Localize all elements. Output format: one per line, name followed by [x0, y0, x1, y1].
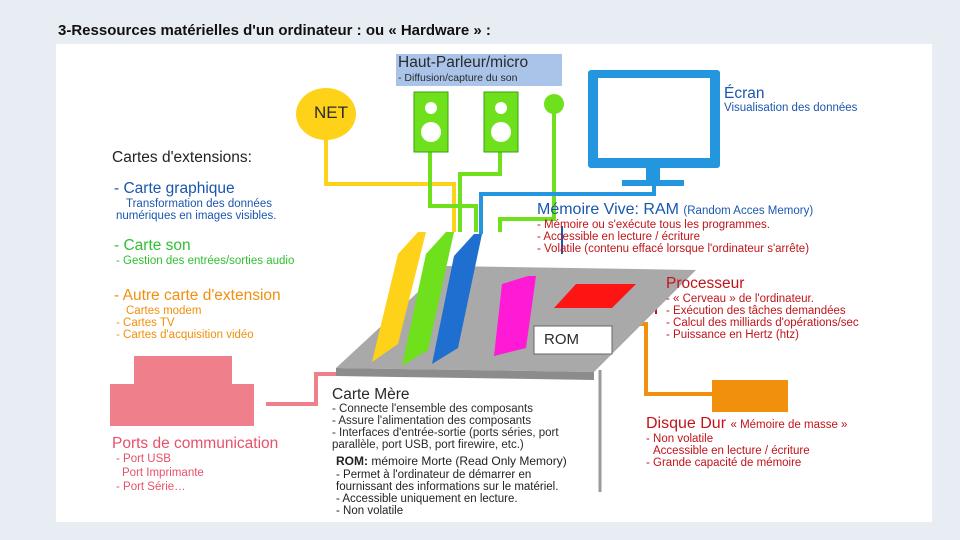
motherboard-line-4: parallèle, port USB, port firewire, etc.… [332, 439, 524, 451]
screen-line-1: Visualisation des données [724, 102, 858, 114]
hard-disk-subtitle: « Mémoire de masse » [730, 419, 848, 431]
ram-title-text: Mémoire Vive: RAM [537, 201, 679, 218]
graphics-card-title: - Carte graphique [114, 180, 235, 197]
monitor-neck [646, 168, 660, 182]
motherboard-edge [336, 368, 594, 380]
speaker-left-tweeter [425, 102, 437, 114]
processor-line-1: - « Cerveau » de l'ordinateur. [666, 293, 814, 305]
motherboard-line-1: - Connecte l'ensemble des composants [332, 403, 533, 415]
speaker-line-1: - Diffusion/capture du son [398, 72, 518, 84]
hard-disk-title-text: Disque Dur [646, 415, 727, 432]
ports-icon [110, 356, 254, 426]
screen-cable-2 [479, 192, 654, 234]
rom-line-2: fournissant des informations sur le maté… [336, 481, 559, 493]
other-card-line-3: - Cartes d'acquisition vidéo [116, 329, 254, 341]
ports-line-3: - Port Série… [116, 481, 186, 493]
rom-chip-label: ROM [544, 331, 579, 348]
processor-line-4: - Puissance en Hertz (htz) [666, 329, 799, 341]
hard-disk-line-1: - Non volatile [646, 433, 714, 445]
motherboard-title: Carte Mère [332, 386, 410, 403]
rom-subtitle: mémoire Morte (Read Only Memory) [371, 454, 567, 468]
rom-title-text: ROM: [336, 454, 368, 468]
rom-line-3: - Accessible uniquement en lecture. [336, 493, 518, 505]
hard-disk-icon [712, 380, 788, 412]
ram-line-1: - Mémoire ou s'exécute tous les programm… [537, 219, 770, 231]
net-icon [296, 88, 356, 140]
monitor-stand [622, 180, 684, 186]
speaker-right-tweeter [495, 102, 507, 114]
hard-disk-title: Disque Dur « Mémoire de masse » [646, 415, 848, 433]
sound-card-line-1: - Gestion des entrées/sorties audio [116, 255, 295, 267]
ram-line-3: - Volatile (contenu effacé lorsque l'ord… [537, 243, 810, 255]
ram-title: Mémoire Vive: RAM (Random Acces Memory) [537, 201, 814, 219]
screen-title: Écran [724, 85, 765, 102]
motherboard-line-3: - Interfaces d'entrée-sortie (ports séri… [332, 427, 559, 439]
ram-subtitle: (Random Acces Memory) [683, 205, 814, 217]
hardware-diagram [110, 54, 788, 492]
processor-chip [554, 284, 636, 308]
speaker-left-woofer [421, 122, 441, 142]
diagram-panel: NET ROM Haut-Parleur/micro - Diffusion/c… [56, 44, 932, 522]
ram-line-2: - Accessible en lecture / écriture [537, 231, 700, 243]
ports-line-2: Port Imprimante [122, 467, 204, 479]
speaker-right-woofer [491, 122, 511, 142]
other-card-line-2: - Cartes TV [116, 317, 175, 329]
expansion-cards-title: Cartes d'extensions: [112, 149, 252, 166]
graphics-card-line-1: Transformation des données [126, 198, 272, 210]
rom-chip [533, 325, 613, 355]
motherboard-line-2: - Assure l'alimentation des composants [332, 415, 532, 427]
microphone-icon [544, 94, 564, 114]
processor-line-3: - Calcul des milliards d'opérations/sec [666, 317, 859, 329]
ports-line-1: - Port USB [116, 453, 171, 465]
graphics-card-line-2: numériques en images visibles. [116, 210, 277, 222]
processor-title: Processeur [666, 275, 745, 292]
processor-line-2: - Exécution des tâches demandées [666, 305, 846, 317]
rom-line-4: - Non volatile [336, 505, 404, 517]
other-card-line-1: Cartes modem [126, 305, 202, 317]
micro-cable [498, 108, 556, 232]
expansion-card-yellow [372, 232, 426, 362]
ports-title: Ports de communication [112, 435, 279, 452]
slide-title: 3-Ressources matérielles d'un ordinateur… [58, 22, 491, 39]
speaker-left-cable [428, 152, 478, 232]
expansion-card-green [402, 232, 454, 366]
speaker-label-highlight [396, 54, 562, 86]
hard-disk-line-3: - Grande capacité de mémoire [646, 457, 802, 469]
rom-title: ROM: mémoire Morte (Read Only Memory) [336, 455, 567, 468]
other-card-title: - Autre carte d'extension [114, 287, 281, 304]
net-label: NET [314, 103, 348, 122]
monitor-screen [598, 78, 710, 158]
rom-line-1: - Permet à l'ordinateur de démarrer en [336, 469, 532, 481]
expansion-card-blue [432, 234, 482, 364]
hard-disk-line-2: Accessible en lecture / écriture [653, 445, 810, 457]
speaker-title: Haut-Parleur/micro [398, 54, 529, 71]
ram-module [494, 276, 536, 356]
sound-card-title: - Carte son [114, 237, 191, 254]
speaker-right-cable [458, 152, 502, 232]
